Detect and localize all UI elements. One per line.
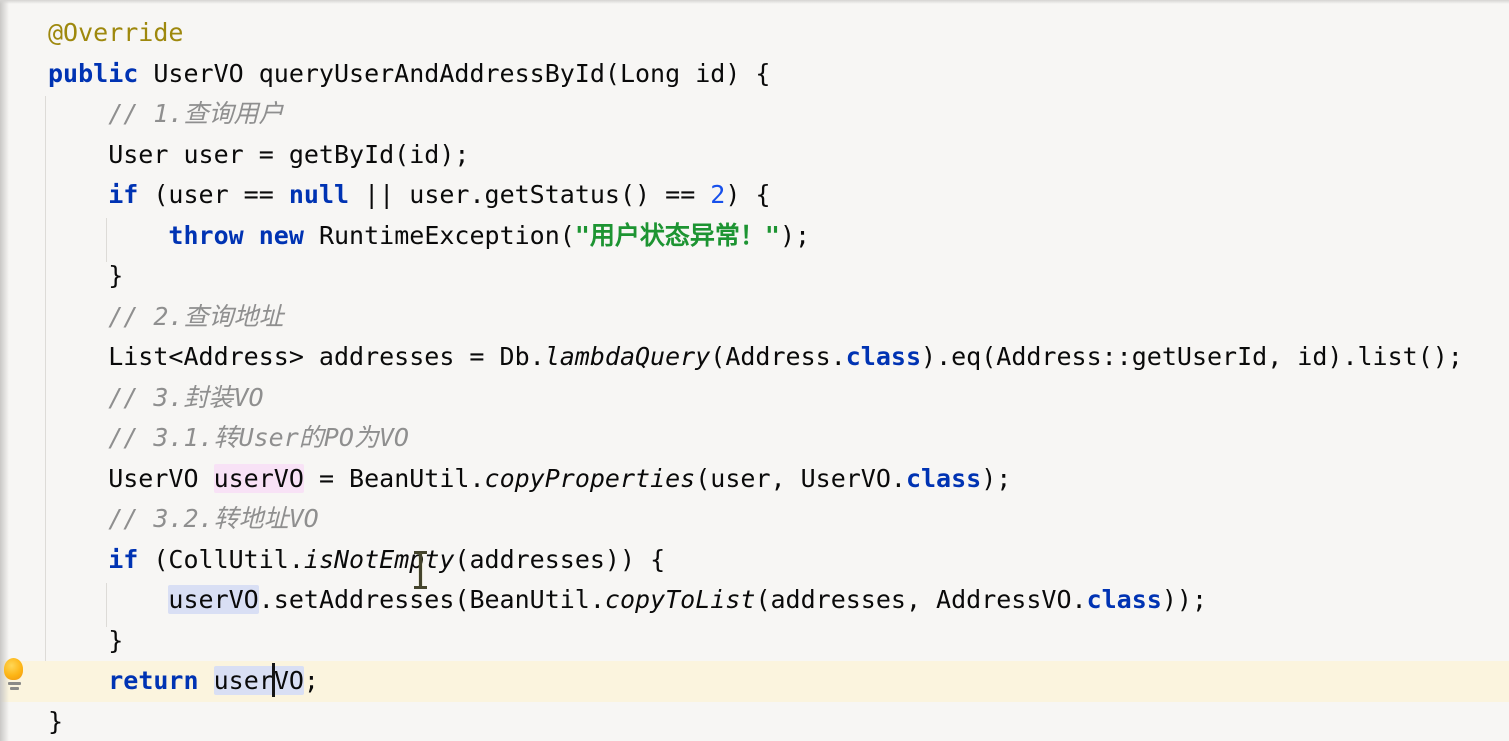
code-token-string: "用户状态异常！": [574, 220, 780, 250]
code-line[interactable]: }: [0, 621, 1509, 662]
indent-guide-level1: [45, 96, 46, 702]
code-token-annotation: @Override: [48, 18, 184, 47]
code-token-keyword: null: [288, 180, 350, 209]
text-caret: [272, 663, 276, 697]
code-line[interactable]: List<Address> addresses = Db.lambdaQuery…: [0, 337, 1509, 378]
code-token-plain: [48, 545, 108, 574]
code-token-plain: ;: [303, 666, 319, 695]
code-token-plain: [48, 180, 108, 209]
code-line-current[interactable]: return userVO;: [0, 661, 1509, 702]
code-token-plain: UserVO: [48, 463, 214, 493]
code-token-plain: List<Address> addresses = Db.: [48, 342, 545, 371]
code-token-keyword: throw: [168, 220, 244, 250]
window-top-edge: [0, 0, 1509, 4]
code-token-plain: (addresses, AddressVO.: [755, 585, 1087, 614]
code-token-plain: (addresses)) {: [454, 544, 666, 574]
window-left-edge: [0, 0, 9, 741]
code-token-plain: UserVO queryUserAndAddressById(Long id) …: [138, 58, 771, 88]
code-line[interactable]: // 1.查询用户: [0, 94, 1509, 135]
code-token-comment: // 3.封装VO: [108, 382, 264, 412]
code-token-plain: );: [981, 463, 1012, 493]
code-token-number: 2: [710, 180, 726, 209]
code-line[interactable]: // 3.1.转User的PO为VO: [0, 418, 1509, 459]
lightbulb-head: [4, 658, 23, 680]
code-token-plain: }: [48, 706, 64, 736]
lightbulb-icon[interactable]: [4, 658, 24, 690]
code-line[interactable]: }: [0, 702, 1509, 741]
code-token-plain: (user ==: [138, 180, 289, 209]
code-line[interactable]: public UserVO queryUserAndAddressById(Lo…: [0, 54, 1509, 95]
code-token-plain: || user.getStatus() ==: [349, 180, 711, 209]
code-token-plain: );: [779, 220, 811, 250]
code-token-smethod: copyProperties: [484, 463, 696, 493]
code-line[interactable]: // 2.查询地址: [0, 297, 1509, 338]
code-token-keyword: class: [845, 342, 922, 371]
code-token-comment: // 3.1.转User的PO为VO: [108, 423, 409, 452]
code-token-keyword: class: [1086, 585, 1162, 614]
code-token-keyword: if: [108, 544, 139, 574]
code-token-plain: ).eq(Address::getUserId, id).list();: [921, 342, 1463, 371]
code-token-plain: [244, 221, 259, 250]
code-line[interactable]: // 3.封装VO: [0, 378, 1509, 419]
code-line[interactable]: if (user == null || user.getStatus() == …: [0, 175, 1509, 216]
code-token-hl-lav: user: [213, 666, 274, 695]
code-token-plain: (CollUtil.: [138, 544, 304, 574]
code-token-smethod: lambdaQuery: [544, 342, 711, 371]
code-token-smethod: copyToList: [604, 585, 756, 614]
code-token-plain: }: [48, 625, 124, 655]
code-token-plain: [48, 383, 108, 412]
code-line[interactable]: User user = getById(id);: [0, 135, 1509, 176]
code-token-plain: [48, 504, 108, 533]
code-token-plain: RuntimeException(: [303, 220, 575, 250]
code-token-comment: // 1.查询用户: [108, 99, 284, 128]
code-token-comment: // 2.查询地址: [108, 301, 284, 331]
code-line[interactable]: userVO.setAddresses(BeanUtil.copyToList(…: [0, 580, 1509, 621]
code-token-plain: [48, 221, 168, 250]
code-line[interactable]: throw new RuntimeException("用户状态异常！");: [0, 216, 1509, 257]
code-token-keyword: new: [258, 220, 304, 250]
code-token-plain: [48, 423, 108, 452]
code-token-plain: [199, 666, 214, 695]
code-token-plain: [48, 302, 108, 331]
code-token-hl-pink: userVO: [213, 463, 304, 493]
code-token-plain: (Address.: [710, 342, 846, 371]
lightbulb-base-line: [9, 687, 19, 690]
code-token-keyword: if: [108, 180, 139, 209]
code-token-plain: .setAddresses(BeanUtil.: [258, 585, 605, 614]
code-token-comment: // 3.2.转地址VO: [108, 504, 319, 533]
code-line[interactable]: if (CollUtil.isNotEmpty(addresses)) {: [0, 540, 1509, 581]
code-token-plain: [48, 99, 108, 128]
code-line[interactable]: @Override: [0, 13, 1509, 54]
code-token-keyword: return: [108, 666, 199, 695]
code-token-plain: = BeanUtil.: [303, 463, 485, 493]
code-token-keyword: public: [48, 58, 139, 88]
code-token-keyword: class: [905, 463, 982, 493]
code-token-plain: [48, 666, 108, 695]
code-token-plain: [48, 585, 168, 614]
code-token-smethod: isNotEmpty: [303, 544, 455, 574]
code-token-plain: User user = getById(id);: [48, 139, 470, 169]
code-token-plain: }: [48, 261, 124, 290]
code-line[interactable]: // 3.2.转地址VO: [0, 499, 1509, 540]
code-line[interactable]: }: [0, 256, 1509, 297]
code-token-plain: (user, UserVO.: [695, 463, 906, 493]
code-token-plain: ) {: [725, 180, 771, 209]
mouse-ibeam-cursor: [412, 551, 429, 589]
code-token-plain: ));: [1161, 585, 1207, 614]
code-token-hl-lav: userVO: [168, 585, 259, 614]
code-token-hl-lav: VO: [273, 666, 304, 695]
code-line[interactable]: UserVO userVO = BeanUtil.copyProperties(…: [0, 459, 1509, 500]
indent-guide-level2-if1: [106, 218, 107, 262]
lightbulb-base-line: [7, 682, 21, 685]
indent-guide-level2-if2: [106, 583, 107, 627]
